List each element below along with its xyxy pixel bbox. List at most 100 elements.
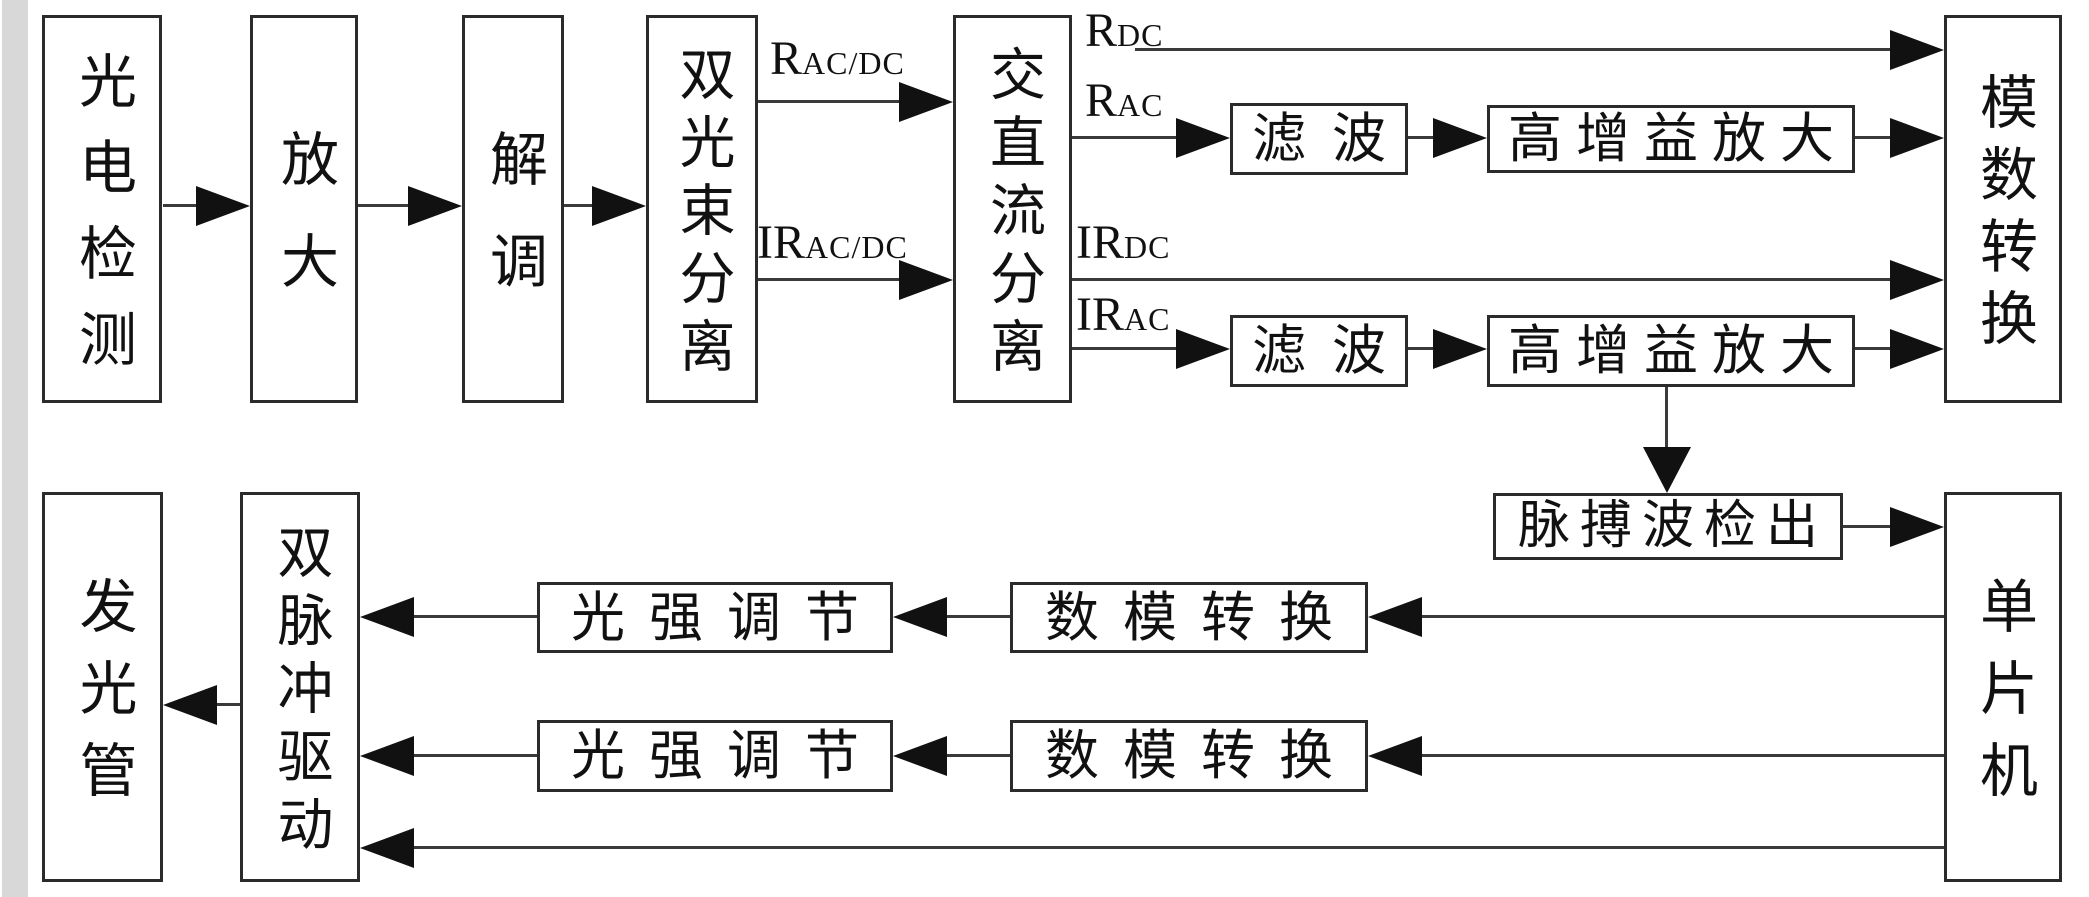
- scan-edge-strip: [2, 0, 28, 897]
- arrowhead-pulsedetect-mcu: [1890, 507, 1944, 547]
- arrowhead-drive-led: [163, 685, 217, 725]
- connector-amplify-demodulate: [358, 204, 410, 207]
- arrowhead-rac-filter: [1176, 118, 1230, 158]
- connector-filterir-highgainir: [1408, 347, 1437, 350]
- node-dual-beam-split-label: 双光束分离: [671, 45, 733, 385]
- node-mcu-label: 单片机: [1971, 576, 2036, 822]
- connector-racdc: [758, 100, 903, 103]
- connector-highgainir-adc: [1855, 347, 1894, 350]
- node-pulse-detect: 脉搏波检出: [1493, 493, 1843, 560]
- signal-label-rdc-sub: DC: [1117, 17, 1164, 53]
- connector-filterr-highgainr: [1408, 136, 1437, 139]
- node-adc: 模数转换: [1944, 15, 2062, 403]
- signal-label-rdc-main: R: [1085, 4, 1118, 57]
- node-high-gain-r-label: 高增益放大: [1508, 109, 1848, 169]
- arrowhead-iracdc: [899, 260, 953, 300]
- arrowhead-irac-filter: [1176, 329, 1230, 369]
- connector-highgainir-pulsedetect: [1665, 387, 1668, 451]
- signal-label-rac-sub: AC: [1117, 87, 1164, 123]
- signal-label-irac-dc-sub: AC/DC: [805, 229, 908, 265]
- arrowhead-demodulate-dualbeam: [592, 186, 646, 226]
- node-dual-beam-split: 双光束分离: [646, 15, 758, 403]
- arrowhead-photodetect-amplify: [196, 186, 250, 226]
- node-adc-label: 模数转换: [1971, 72, 2036, 360]
- node-mcu: 单片机: [1944, 492, 2062, 882]
- arrowhead-filterir-highgainir: [1433, 329, 1487, 369]
- node-photodetect-label: 光电检测: [70, 51, 135, 395]
- signal-label-irac-dc-main: IR: [757, 216, 805, 269]
- arrowhead-irdc-adc: [1890, 260, 1944, 300]
- signal-label-irac-main: IR: [1076, 288, 1124, 341]
- connector-dac1-lightadjust1: [947, 615, 1010, 618]
- arrowhead-highgainir-pulsedetect: [1643, 447, 1691, 493]
- node-high-gain-ir-label: 高增益放大: [1508, 321, 1848, 381]
- connector-dac2-lightadjust2: [947, 754, 1010, 757]
- connector-photodetect-amplify: [163, 204, 203, 207]
- node-high-gain-ir: 高增益放大: [1487, 315, 1855, 387]
- node-photodetect: 光电检测: [42, 15, 162, 403]
- node-dac-1-label: 数模转换: [1045, 587, 1357, 648]
- connector-rac-filter: [1072, 136, 1180, 139]
- connector-demodulate-dualbeam: [564, 204, 596, 207]
- arrowhead-highgainr-adc: [1890, 118, 1944, 158]
- signal-label-irdc: IRDC: [1076, 216, 1171, 269]
- signal-label-irac-dc: IRAC/DC: [757, 216, 908, 269]
- connector-mcu-dac2: [1422, 754, 1944, 757]
- node-filter-ir: 滤波: [1230, 315, 1408, 387]
- node-ac-dc-split: 交直流分离: [953, 15, 1072, 403]
- signal-label-irdc-main: IR: [1076, 216, 1124, 269]
- arrowhead-dac1-lightadjust1: [893, 597, 947, 637]
- signal-label-rac-dc: RAC/DC: [770, 32, 905, 85]
- node-dac-2-label: 数模转换: [1045, 726, 1357, 786]
- node-led-label: 发光管: [70, 576, 136, 822]
- arrowhead-rdc-adc: [1890, 30, 1944, 70]
- node-ac-dc-split-label: 交直流分离: [981, 45, 1044, 385]
- connector-iracdc: [758, 278, 903, 281]
- connector-pulsedetect-mcu: [1843, 525, 1894, 528]
- connector-irac-filter: [1072, 347, 1180, 350]
- arrowhead-mcu-dac2: [1368, 736, 1422, 776]
- node-light-adjust-2: 光强调节: [537, 720, 893, 792]
- node-filter-ir-label: 滤波: [1252, 321, 1412, 381]
- signal-label-rdc: RDC: [1085, 4, 1164, 57]
- node-demodulate-label: 解调: [481, 129, 546, 333]
- node-light-adjust-1-label: 光强调节: [571, 587, 883, 648]
- node-filter-r: 滤波: [1230, 103, 1408, 175]
- node-dual-pulse-drive: 双脉冲驱动: [240, 492, 360, 882]
- node-amplify-label: 放大: [272, 129, 337, 333]
- node-amplify: 放大: [250, 15, 358, 403]
- connector-drive-led: [217, 703, 240, 706]
- arrowhead-lightadjust1-drive: [360, 597, 414, 637]
- node-dac-1: 数模转换: [1010, 582, 1368, 653]
- arrowhead-mcu-dac1: [1368, 597, 1422, 637]
- connector-lightadjust2-drive: [414, 754, 537, 757]
- arrowhead-racdc: [899, 82, 953, 122]
- connector-mcu-dac1: [1422, 615, 1944, 618]
- signal-label-rac-dc-sub: AC/DC: [802, 45, 905, 81]
- connector-irdc-adc: [1072, 278, 1894, 281]
- node-light-adjust-2-label: 光强调节: [571, 726, 883, 786]
- arrowhead-highgainir-adc: [1890, 329, 1944, 369]
- node-demodulate: 解调: [462, 15, 564, 403]
- node-dual-pulse-drive-label: 双脉冲驱动: [269, 523, 331, 863]
- connector-rdc-adc: [1135, 48, 1894, 51]
- arrowhead-dac2-lightadjust2: [893, 736, 947, 776]
- connector-lightadjust1-drive: [414, 615, 537, 618]
- node-filter-r-label: 滤波: [1252, 109, 1412, 169]
- signal-label-rac-main: R: [1085, 74, 1118, 127]
- arrowhead-filterr-highgainr: [1433, 118, 1487, 158]
- signal-label-irdc-sub: DC: [1124, 229, 1171, 265]
- node-light-adjust-1: 光强调节: [537, 582, 893, 653]
- node-dac-2: 数模转换: [1010, 720, 1368, 792]
- arrowhead-lightadjust2-drive: [360, 736, 414, 776]
- signal-label-rac-dc-main: R: [770, 32, 803, 85]
- connector-highgainr-adc: [1855, 136, 1894, 139]
- arrowhead-mcu-drive: [360, 828, 414, 868]
- arrowhead-amplify-demodulate: [408, 186, 462, 226]
- connector-mcu-drive: [414, 846, 1944, 849]
- signal-label-irac: IRAC: [1076, 288, 1170, 341]
- node-pulse-detect-label: 脉搏波检出: [1517, 497, 1828, 555]
- node-led: 发光管: [42, 492, 163, 882]
- node-high-gain-r: 高增益放大: [1487, 105, 1855, 173]
